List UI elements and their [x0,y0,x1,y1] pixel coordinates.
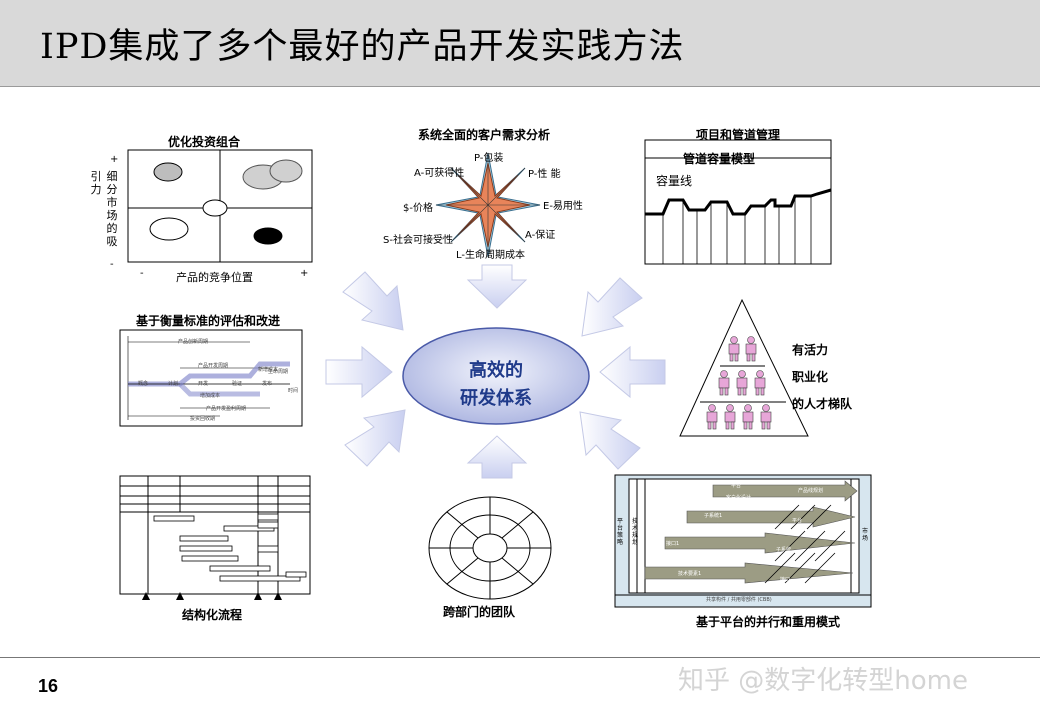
pipeline-subtitle: 管道容量模型 [683,152,756,166]
metrics-chart [119,329,303,427]
arrow-left [325,345,393,399]
arrow-right [599,345,666,399]
portfolio-x-minus: - [140,268,144,279]
talent-line-3: 的人才梯队 [792,397,853,411]
talent-line-1: 有活力 [792,343,829,357]
portfolio-y-plus: + [110,154,119,165]
pipeline-capacity-label: 容量线 [656,174,693,188]
needs-axis-performance: P-性 能 [528,169,561,180]
title-bar [0,0,1040,87]
needs-star [435,152,541,258]
metrics-label-newcost: 新增成本 [258,367,279,373]
needs-axis-price: $-价格 [403,203,433,214]
needs-axis-usability: E-易用性 [543,201,583,212]
platform-bottom: 共享构件 / 共用零部件 (CBB) [706,597,772,603]
talent-pyramid [679,298,809,437]
arrow-top [466,264,528,309]
platform-arrow-label-5: 平台 [792,518,803,524]
watermark: 知乎 @数字化转型home [678,666,968,696]
metrics-label-lifecycle: 生命周期 [268,369,289,375]
needs-axis-availability: A-可获得性 [414,168,465,179]
platform-chart [614,474,872,608]
metrics-label-concept: 概念 [138,381,149,387]
portfolio-x-label: 产品的竞争位置 [176,271,253,284]
arrow-top-left [342,271,404,331]
footer-divider [0,657,1040,658]
metrics-label-develop: 开发 [198,381,209,387]
platform-arrow-label-6: 接口1 [666,541,680,547]
metrics-label-profit: 产品开发盈利周期 [206,406,247,412]
arrow-bottom [466,435,528,479]
platform-arrow-label-9: 技术要素1 [678,571,702,577]
portfolio-y-label-a: 引力 [90,170,102,196]
page-title: IPD集成了多个最好的产品开发实践方法 [40,27,685,67]
platform-arrow-label-4: 子系统N [706,524,725,530]
metrics-label-time: 时间 [288,388,299,394]
hub-line-2: 研发体系 [460,388,532,409]
arrow-bottom-right [579,411,641,470]
platform-arrow-label-0: 平台 [731,483,742,489]
pipeline-chart [644,139,832,265]
structured-process-chart [119,475,311,600]
platform-left-a: 平台策略 [616,518,623,546]
metrics-label-innovation: 产品创新周期 [178,339,209,345]
talent-line-2: 职业化 [792,370,829,384]
needs-axis-assurance: A-保证 [525,230,556,241]
team-circles [428,496,552,600]
portfolio-matrix [127,149,313,263]
platform-arrow-label-3: 子系统1 [704,513,723,519]
portfolio-x-plus: + [300,268,309,279]
metrics-label-launch: 发布 [262,381,273,387]
team-title: 跨部门的团队 [443,605,516,619]
platform-arrow-label-7: 接口N [666,555,680,561]
hub-ellipse [402,327,590,425]
arrow-top-right [581,277,643,337]
hub-line-1: 高效的 [469,360,523,381]
portfolio-title: 优化投资组合 [168,135,241,149]
page-number: 16 [38,676,59,696]
structured-process-title: 结构化流程 [182,608,243,622]
arrow-bottom-left [344,409,406,467]
platform-left-b: 技术规划 [631,518,638,546]
platform-arrow-label-10: 技术要素N [678,583,702,589]
needs-axis-social: S-社会可接受性 [383,235,453,246]
platform-title: 基于平台的并行和重用模式 [696,615,841,629]
metrics-label-plan: 计划 [168,381,179,387]
metrics-label-verify: 验证 [232,381,243,387]
needs-title: 系统全面的客户需求分析 [418,128,551,142]
metrics-label-devcycle: 产品开发周期 [198,363,229,369]
portfolio-y-label-b: 细分市场的吸 [106,170,118,248]
platform-arrow-label-8: 子系统 [776,547,792,553]
metrics-title: 基于衡量标准的评估和改进 [136,314,281,328]
platform-right: 市场 [861,528,868,542]
platform-arrow-label-11: 接口 [780,577,791,583]
platform-arrow-label-2: 客户化设计 [726,495,752,501]
metrics-label-payback: 投资回收期 [190,416,216,422]
pipeline-title: 项目和管道管理 [696,128,781,142]
platform-arrow-label-1: 产品线规划 [798,488,824,494]
portfolio-y-minus: - [110,259,114,270]
needs-axis-packaging: P-包装 [474,153,504,164]
needs-axis-lifecycle: L-生命周期成本 [456,250,526,261]
metrics-label-addcost: 增加成本 [200,393,221,399]
